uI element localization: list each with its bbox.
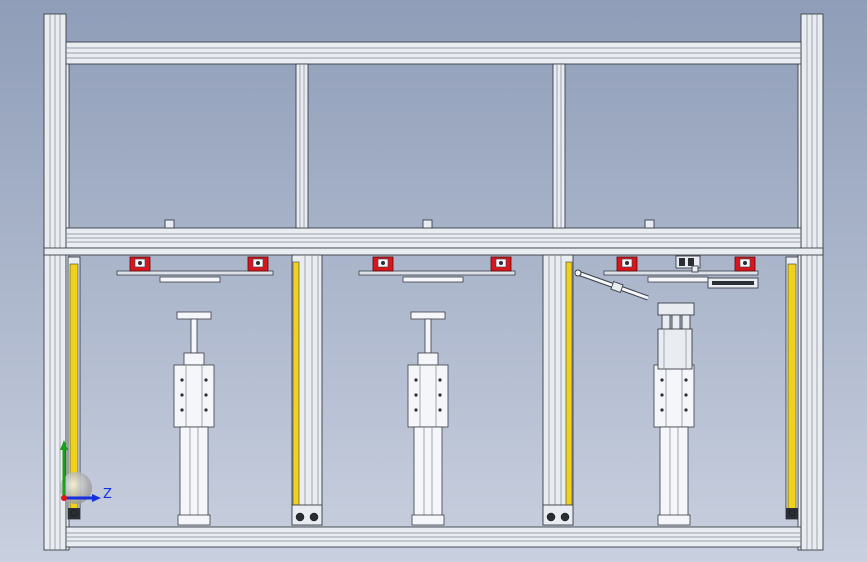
coordinate-triad[interactable]: Z [60, 440, 112, 504]
divider-profile-1[interactable] [291, 254, 323, 526]
right-post[interactable] [800, 13, 824, 551]
valve-block[interactable] [675, 255, 701, 273]
beam-fastener-1 [164, 219, 175, 229]
beam-fastener-3 [644, 219, 655, 229]
mounting-plate-3[interactable] [603, 270, 759, 276]
z-axis-label: Z [103, 487, 112, 502]
divider-1-curtain [292, 261, 300, 508]
angled-sensor-rod[interactable] [574, 269, 649, 301]
upper-post-2[interactable] [552, 63, 566, 229]
station-1[interactable] [116, 256, 274, 526]
station-3-upper-block[interactable] [657, 302, 695, 370]
middle-beam-lower[interactable] [43, 247, 824, 256]
beam-fastener-2 [422, 219, 433, 229]
red-sensor-3-1[interactable] [616, 256, 638, 272]
lift-cylinder-3[interactable] [653, 364, 695, 526]
divider-profile-2[interactable] [542, 254, 574, 526]
red-sensor-2-1[interactable] [372, 256, 394, 272]
divider-2-curtain [565, 261, 573, 508]
station-3[interactable] [603, 256, 759, 526]
red-sensor-1-2[interactable] [247, 256, 269, 272]
light-curtain-left[interactable] [67, 256, 81, 520]
y-axis-head [60, 440, 68, 450]
z-axis-head [92, 494, 101, 502]
middle-beam[interactable] [65, 227, 802, 249]
bottom-beam[interactable] [65, 526, 802, 548]
red-sensor-1-1[interactable] [129, 256, 151, 272]
red-sensor-3-2[interactable] [734, 256, 756, 272]
guide-bar-1 [159, 276, 221, 283]
right-post-inner[interactable] [797, 41, 802, 551]
light-curtain-right[interactable] [785, 256, 799, 520]
mounting-plate-2[interactable] [358, 270, 516, 276]
lift-cylinder-2[interactable] [407, 311, 449, 526]
triad-sphere [60, 472, 92, 504]
triad-origin [61, 495, 67, 501]
lift-cylinder-1[interactable] [173, 311, 215, 526]
guide-bar-3 [647, 276, 709, 283]
station-2[interactable] [358, 256, 516, 526]
top-beam[interactable] [65, 41, 802, 65]
guide-bar-2 [402, 276, 464, 283]
upper-post-1[interactable] [295, 63, 309, 229]
linear-scale[interactable] [707, 277, 759, 289]
mounting-plate-1[interactable] [116, 270, 274, 276]
red-sensor-2-2[interactable] [490, 256, 512, 272]
